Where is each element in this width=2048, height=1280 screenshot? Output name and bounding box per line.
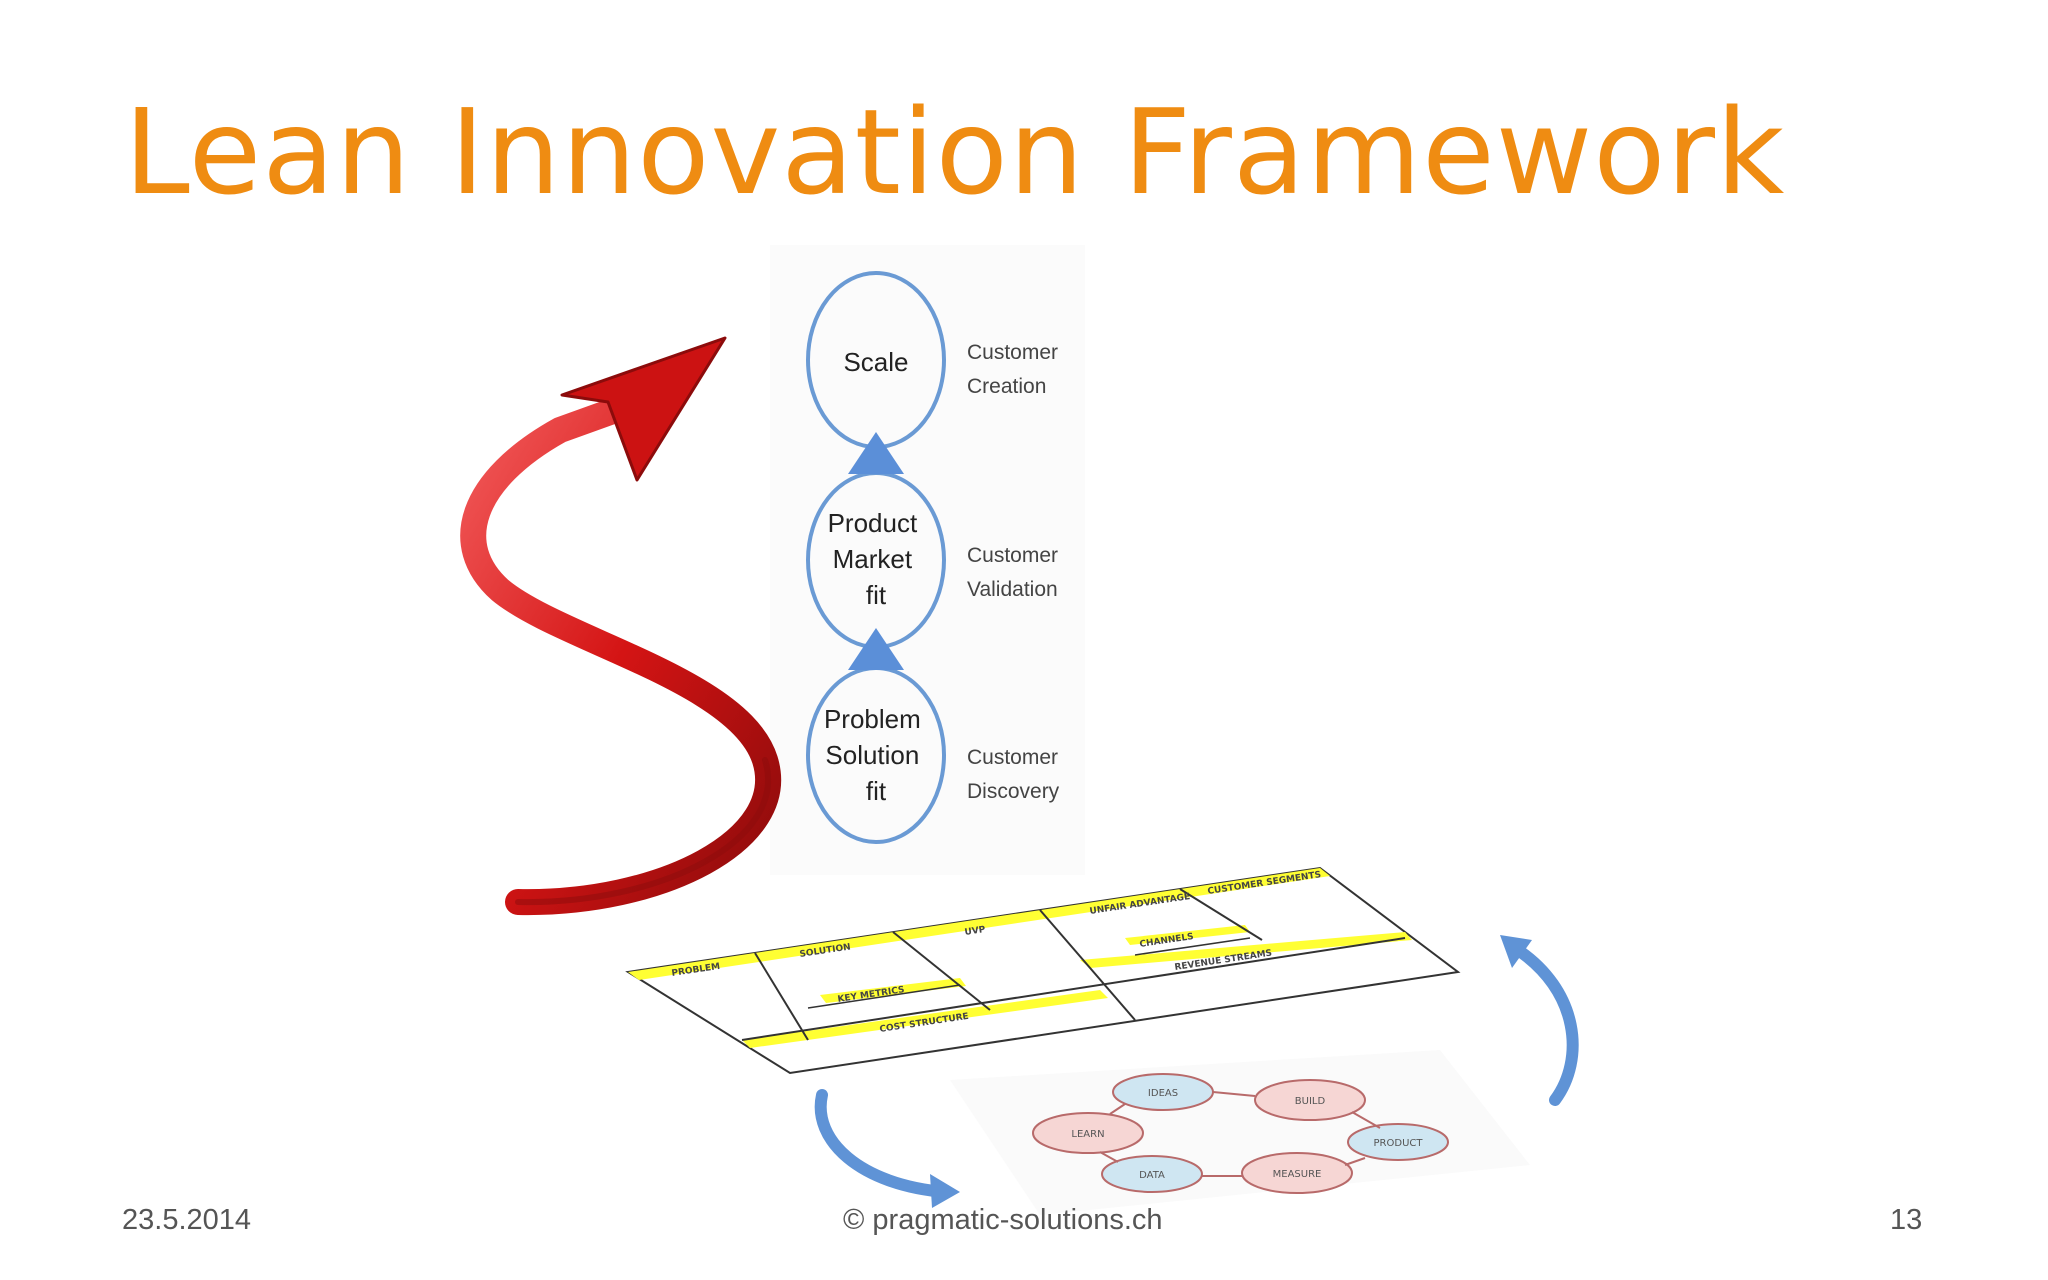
side-label-customer-creation: Customer Creation <box>967 341 1064 398</box>
loop-node-label: DATA <box>1139 1170 1165 1181</box>
stage-label-scale: Scale <box>843 347 908 377</box>
loop-node-label: LEARN <box>1071 1129 1104 1140</box>
stage-diagram-panel <box>770 245 1085 875</box>
side-label-customer-validation: Customer Validation <box>967 544 1064 601</box>
stage-label-problem-solution-fit: Problem Solution fit <box>824 704 928 806</box>
growth-arrow-icon <box>460 336 781 916</box>
loop-node-label: BUILD <box>1295 1096 1326 1107</box>
stage-label-product-market-fit: Product Market fit <box>828 508 925 610</box>
footer-date: 23.5.2014 <box>122 1204 252 1236</box>
stage-up-arrow-icon <box>848 432 904 474</box>
cycle-arrow-right-icon <box>1500 935 1579 1106</box>
cycle-arrow-left-icon <box>814 1089 960 1208</box>
canvas-block-label: UVP <box>964 925 987 938</box>
build-measure-learn-loop: IDEAS BUILD PRODUCT MEASURE DATA LEARN <box>950 1050 1530 1215</box>
footer-page-number: 13 <box>1890 1204 1923 1236</box>
footer-copyright: © pragmatic-solutions.ch <box>843 1204 1163 1236</box>
stage-up-arrow-icon <box>848 628 904 670</box>
side-label-customer-discovery: Customer Discovery <box>967 746 1064 803</box>
lean-canvas: PROBLEM SOLUTION UVP UNFAIR ADVANTAGE CU… <box>625 866 1461 1075</box>
loop-node-label: MEASURE <box>1273 1169 1322 1180</box>
loop-node-label: PRODUCT <box>1374 1138 1424 1149</box>
slide-title: Lean Innovation Framework <box>124 83 1786 221</box>
stage-chain <box>806 271 946 844</box>
loop-node-label: IDEAS <box>1148 1088 1178 1099</box>
